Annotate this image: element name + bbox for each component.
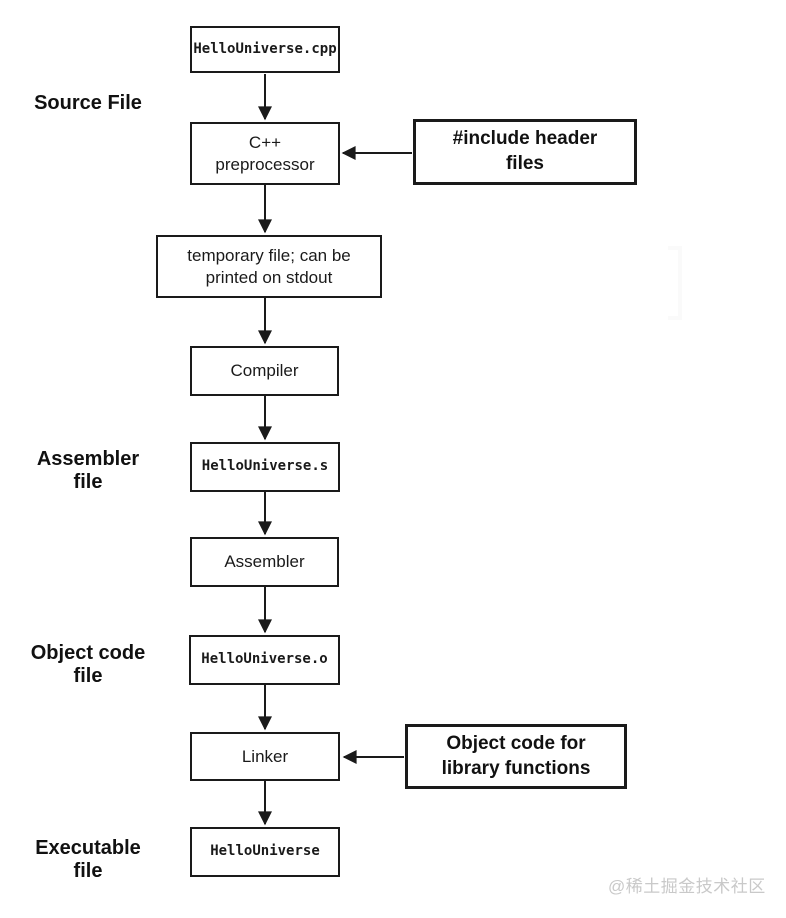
- stage-label-source-file: Source File: [34, 92, 142, 114]
- node-source-cpp: HelloUniverse.cpp: [190, 26, 340, 73]
- node-linker: Linker: [190, 732, 340, 781]
- faint-bracket-artifact: [668, 246, 682, 320]
- node-assembler: Assembler: [190, 537, 339, 587]
- node-object-file: HelloUniverse.o: [189, 635, 340, 685]
- watermark: @稀土掘金技术社区: [608, 877, 766, 896]
- node-assembly-file: HelloUniverse.s: [190, 442, 340, 492]
- node-temporary-file: temporary file; can be printed on stdout: [156, 235, 382, 298]
- stage-label-executable-file: Executable file: [35, 837, 141, 883]
- node-cpp-preprocessor: C++ preprocessor: [190, 122, 340, 185]
- node-object-code-library: Object code for library functions: [405, 724, 627, 789]
- node-include-headers: #include header files: [413, 119, 637, 185]
- stage-label-object-code-file: Object code file: [30, 642, 146, 688]
- node-executable: HelloUniverse: [190, 827, 340, 877]
- node-compiler: Compiler: [190, 346, 339, 396]
- stage-label-assembler-file: Assembler file: [36, 448, 140, 494]
